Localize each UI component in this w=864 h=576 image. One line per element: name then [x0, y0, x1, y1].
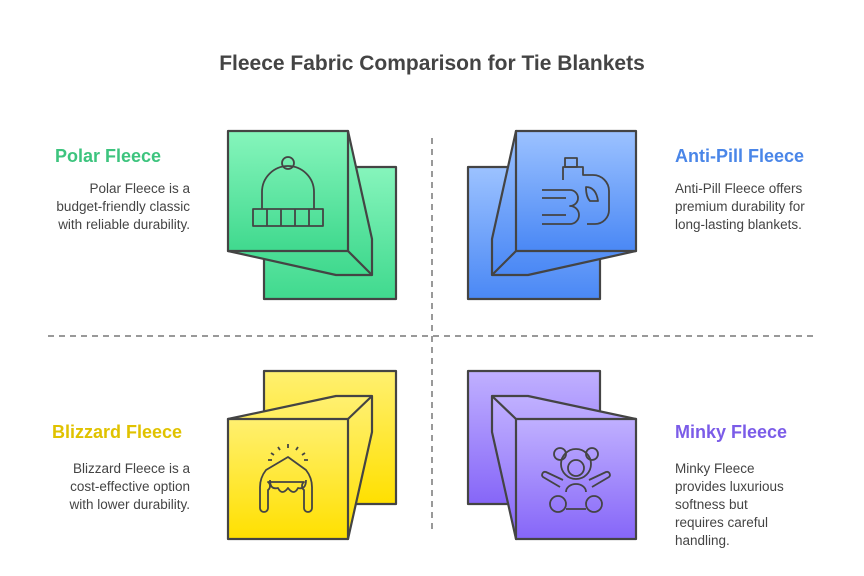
polar-fleece-heading: Polar Fleece — [55, 146, 162, 166]
detergent-bottle-icon — [542, 157, 610, 225]
teddy-bear-icon — [541, 447, 611, 513]
diagram-title: Fleece Fabric Comparison for Tie Blanket… — [219, 52, 645, 75]
blizzard-fleece-heading: Blizzard Fleece — [52, 422, 183, 442]
polar-fleece-shape — [226, 129, 398, 301]
minky-fleece-shape — [466, 369, 638, 541]
blizzard-fleece-description: Blizzard Fleece is a cost-effective opti… — [69, 461, 190, 512]
blizzard-fleece-shape — [226, 369, 398, 541]
anti-pill-fleece-shape — [466, 129, 638, 301]
anti-pill-fleece-heading: Anti-Pill Fleece — [675, 146, 805, 166]
minky-fleece-description: Minky Fleece provides luxurious softness… — [675, 461, 784, 548]
anti-pill-fleece-description: Anti-Pill Fleece offers premium durabili… — [675, 181, 805, 232]
beanie-hat-icon — [252, 156, 324, 227]
minky-fleece-heading: Minky Fleece — [675, 422, 788, 442]
winter-hat-icon — [259, 444, 313, 513]
polar-fleece-description: Polar Fleece is a budget-friendly classi… — [56, 181, 190, 232]
divider-lines — [48, 138, 816, 532]
